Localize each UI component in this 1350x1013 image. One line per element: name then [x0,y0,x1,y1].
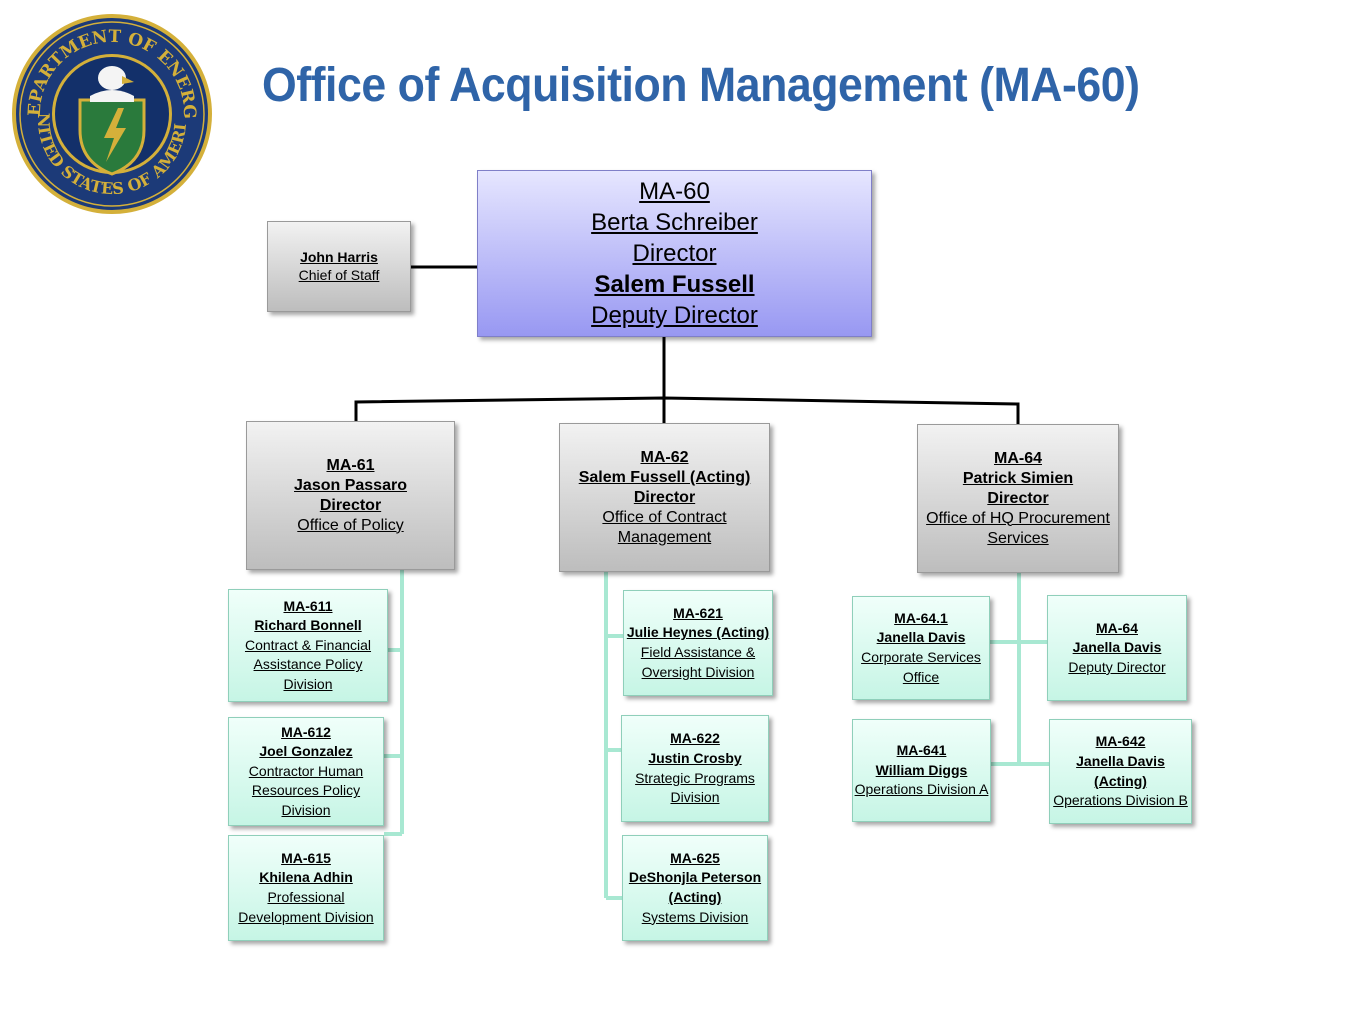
node-line: Operations Division A [854,781,989,798]
node-code: MA-622 [670,730,720,747]
node-line: Contract & Financial [244,636,372,653]
node-ma611: MA-611 Richard Bonnell Contract & Financ… [228,589,388,702]
node-line: Professional [267,889,345,905]
node-line: Office [902,668,940,685]
page-title: Office of Acquisition Management (MA-60) [262,59,1140,112]
node-office: Office of Contract [602,508,727,526]
node-name: Joel Gonzalez [259,743,353,760]
node-line: Resources Policy [251,782,361,799]
deputy-title: Deputy Director [591,302,758,330]
node-ma64: MA-64 Patrick Simien Director Office of … [917,424,1119,573]
node-ma625: MA-625 DeShonjla Peterson (Acting) Syste… [622,835,768,941]
node-line: Division [281,801,331,818]
node-title: Director [319,496,382,514]
node-name-acting: (Acting) [668,889,722,905]
node-code: MA-64 [1095,619,1138,636]
node-ma61: MA-61 Jason Passaro Director Office of P… [246,421,455,570]
node-line: Strategic Programs [635,769,755,786]
node-ma62: MA-62 Salem Fussell (Acting) Director Of… [559,423,770,572]
node-code: MA-612 [281,723,331,740]
node-code: MA-642 [1095,733,1146,750]
node-name: Jason Passaro [294,476,407,494]
node-line: Contractor Human [248,762,364,779]
node-line: Assistance Policy [253,656,363,673]
node-code: MA-641 [896,742,947,759]
node-code: MA-62 [640,448,689,466]
deputy-name: Salem Fussell [594,271,755,299]
node-name: Janella Davis [876,629,966,646]
node-name: Janella Davis [1076,752,1165,769]
node-line: Division [283,675,333,692]
node-ma64-deputy: MA-64 Janella Davis Deputy Director [1047,595,1187,701]
node-code: MA-615 [281,849,331,866]
cos-title: Chief of Staff [298,266,380,283]
node-line: Deputy Director [1068,658,1166,675]
node-chief-of-staff: John Harris Chief of Staff [267,221,411,312]
node-name: DeShonjla Peterson [628,869,762,886]
director-title: Director [632,239,717,267]
node-line: Operations Division B [1053,792,1188,809]
node-ma615: MA-615 Khilena Adhin Professional Develo… [228,835,384,941]
node-office: Office of Policy [297,516,404,534]
node-code: MA-64.1 [894,609,948,626]
node-code: MA-625 [670,849,720,866]
node-ma642: MA-642 Janella Davis (Acting) Operations… [1049,719,1192,824]
node-code: MA-611 [283,597,333,614]
node-name: William Diggs [875,761,968,778]
director-name: Berta Schreiber [591,208,758,236]
doe-seal-logo: DEPARTMENT OF ENERGY UNITED STATES OF AM… [10,12,212,214]
node-code: MA-64 [993,449,1042,467]
node-line: Oversight Division [641,663,755,680]
node-ma622: MA-622 Justin Crosby Strategic Programs … [621,715,769,822]
node-office: Management [617,528,712,546]
node-line: Division [670,789,720,806]
node-name: Richard Bonnell [254,617,362,634]
node-name: Khilena Adhin [259,869,353,886]
connector-director-bar [354,396,1020,424]
node-name: Julie Heynes (Acting) [626,624,770,641]
node-line: Systems Division [641,908,749,925]
node-office: Services [987,529,1049,547]
node-name: Patrick Simien [962,469,1074,487]
node-line: Field Assistance & [640,644,756,660]
node-line: Corporate Services [861,649,981,665]
node-title: Director [987,489,1049,507]
node-office: Office of HQ Procurement [926,509,1110,527]
node-ma621: MA-621 Julie Heynes (Acting) Field Assis… [623,590,773,696]
node-ma641: MA-641 William Diggs Operations Division… [852,719,991,822]
node-code: MA-621 [673,604,723,621]
node-code: MA-61 [326,456,375,474]
node-name: Janella Davis [1072,639,1162,656]
node-name-acting: (Acting) [1094,772,1147,789]
node-ma60: MA-60 Berta Schreiber Director Salem Fus… [477,170,872,337]
node-name: Salem Fussell (Acting) [578,468,751,486]
node-line: Development Division [238,908,374,925]
node-name: Justin Crosby [648,749,742,766]
node-ma612: MA-612 Joel Gonzalez Contractor Human Re… [228,717,384,826]
node-title: Director [633,488,696,506]
cos-name: John Harris [300,249,378,265]
node-code: MA-60 [639,177,710,205]
node-ma64-1: MA-64.1 Janella Davis Corporate Services… [852,596,990,700]
eagle-head-icon [98,66,126,90]
